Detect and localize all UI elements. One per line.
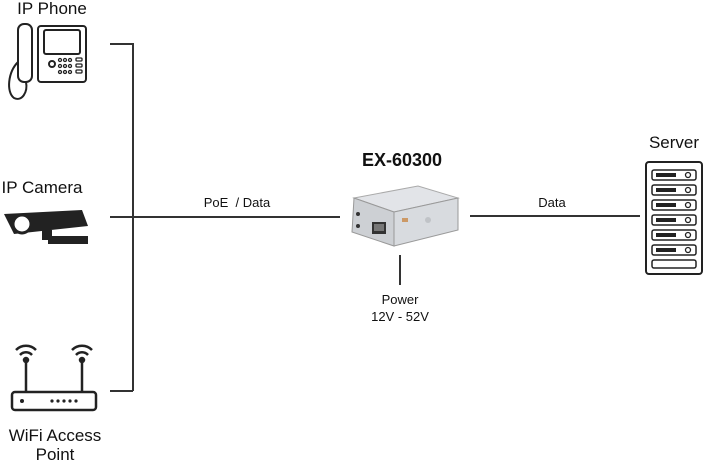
server-label: Server	[648, 133, 700, 152]
ip-camera-icon	[4, 210, 88, 244]
ip-camera-label: IP Camera	[1, 178, 83, 197]
ex-60300-device-image	[351, 185, 460, 247]
wifi-stub-line	[110, 390, 133, 392]
data-line	[470, 215, 640, 217]
wifi-label-line1: WiFi Access	[8, 426, 102, 445]
ip-phone-label: IP Phone	[17, 0, 87, 18]
data-label: Data	[538, 195, 566, 210]
ip-phone-icon	[8, 23, 87, 100]
power-line	[399, 255, 401, 285]
camera-poe-line	[110, 216, 340, 218]
wifi-label-line2: Point	[35, 445, 75, 464]
server-icon	[645, 161, 703, 275]
voltage-label: 12V - 52V	[371, 309, 429, 324]
product-label: EX-60300	[361, 150, 443, 170]
power-label: Power	[381, 292, 419, 307]
phone-stub-line	[110, 43, 133, 45]
wifi-router-icon	[10, 344, 98, 412]
poe-data-label: PoE / Data	[203, 195, 271, 210]
